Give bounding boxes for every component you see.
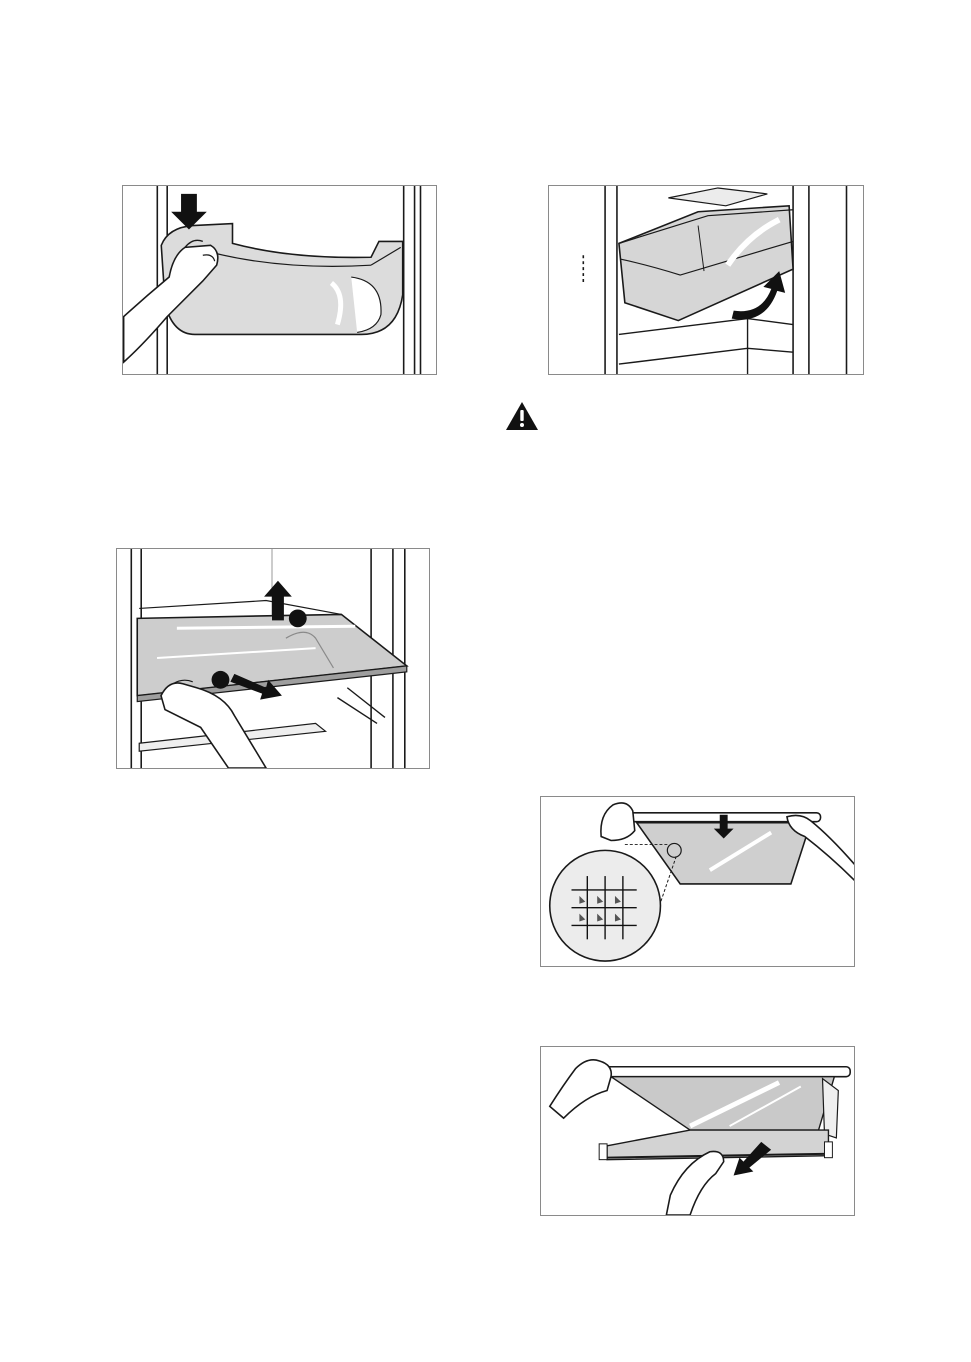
figure-crisper-removal xyxy=(548,185,864,375)
glass-shelf-illustration xyxy=(117,549,429,768)
figure-crisper-cover-bottom xyxy=(540,1046,855,1216)
figure-glass-shelf-removal xyxy=(116,548,430,769)
figure-crisper-cover-top xyxy=(540,796,855,967)
crisper-cover-bottom-illustration xyxy=(541,1047,854,1215)
warning-triangle-icon xyxy=(505,401,539,431)
figure-door-shelf-removal xyxy=(122,185,437,375)
crisper-illustration xyxy=(549,186,863,374)
door-shelf-illustration xyxy=(123,186,436,374)
crisper-cover-top-illustration xyxy=(541,797,854,966)
